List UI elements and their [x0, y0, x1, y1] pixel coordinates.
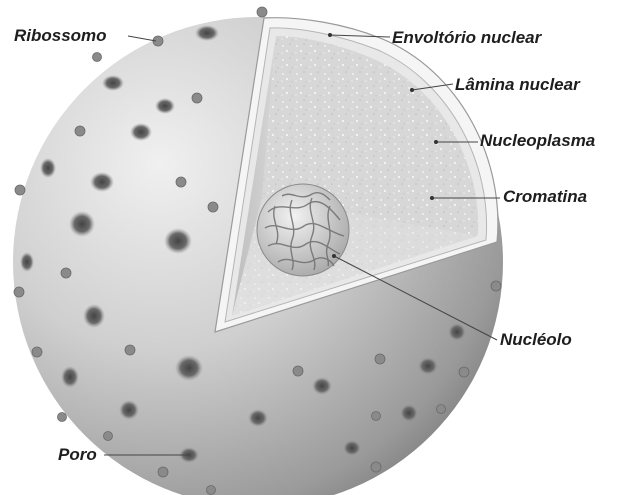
label-nucleoplasma: Nucleoplasma [480, 132, 595, 149]
label-ribossomo: Ribossomo [14, 27, 107, 44]
label-lamina-nuclear: Lâmina nuclear [455, 76, 580, 93]
label-nucleolo: Nucléolo [500, 331, 572, 348]
label-envoltorio-nuclear: Envoltório nuclear [392, 29, 541, 46]
label-cromatina: Cromatina [503, 188, 587, 205]
label-poro: Poro [58, 446, 97, 463]
nucleolus [257, 184, 349, 276]
